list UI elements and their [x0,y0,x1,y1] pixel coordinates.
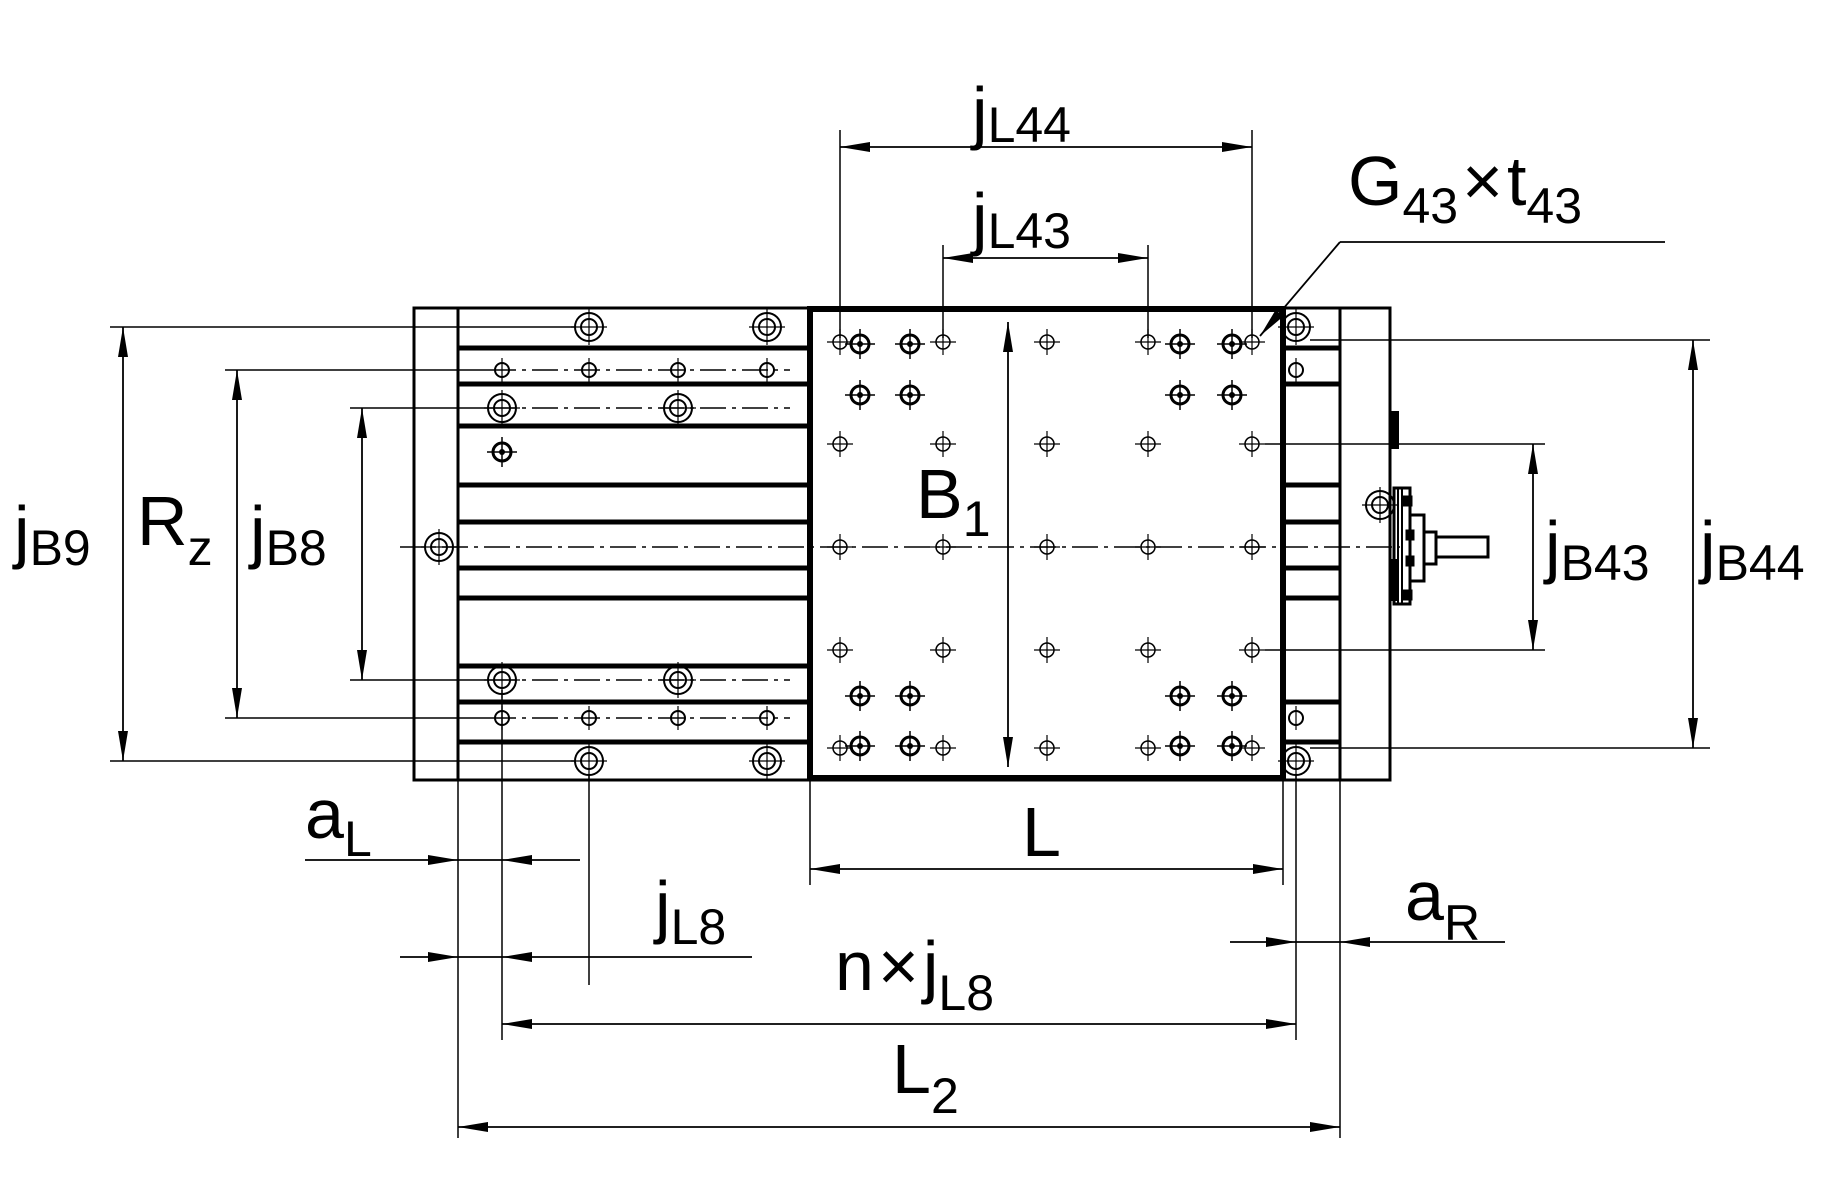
left-rails [458,345,810,745]
label-aL: aL [305,775,372,867]
label-L: L [1022,793,1061,871]
label-jB8: jB8 [248,492,327,576]
label-jL43: jL43 [970,179,1071,259]
dimension-lines [118,142,1698,1132]
label-G43t43: G43×t43 [1348,142,1582,234]
carriage-plate [807,306,1286,781]
label-jL44: jL44 [970,73,1071,153]
label-aR: aR [1405,857,1480,951]
dimension-labels: jL44 jL43 G43×t43 B1 jB9 Rz jB8 jB43 jB4… [12,73,1805,1124]
label-jB9: jB9 [12,492,91,576]
label-jB43: jB43 [1543,507,1650,591]
label-jB44: jB44 [1698,507,1805,591]
label-njL8: n×jL8 [835,927,994,1021]
right-rails [1283,345,1340,745]
carriage-holes [826,327,1266,763]
label-B1: B1 [916,455,991,547]
base-body [412,306,1392,782]
label-Rz: Rz [137,482,213,576]
label-L2: L2 [892,1030,959,1124]
label-jL8: jL8 [653,867,726,955]
center-lines [400,369,1400,719]
extension-lines [110,130,1710,1138]
drive-end [1361,411,1490,606]
